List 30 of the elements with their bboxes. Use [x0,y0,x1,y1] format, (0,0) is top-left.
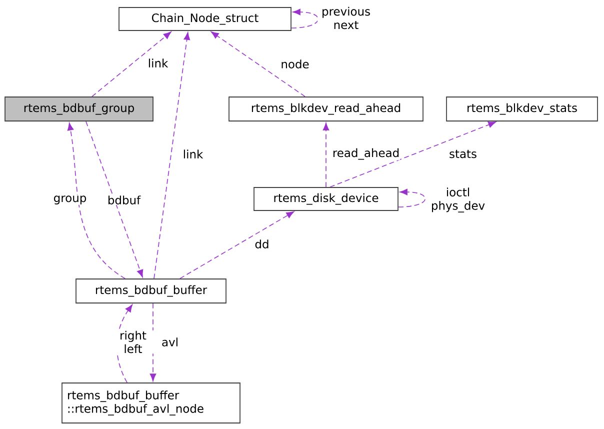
class-box: rtems_blkdev_stats [446,96,598,122]
edge-label: read_ahead [332,148,400,160]
arrow [322,122,330,188]
edge-label: stats [448,149,478,159]
class-box: rtems_blkdev_read_ahead [228,96,424,122]
arrow [116,304,133,383]
class-box: Chain_Node_struct [118,7,292,31]
edge-label: right left [112,330,154,354]
edge-label: dd [254,239,270,249]
arrow [92,32,172,97]
edge-label: previous next [318,6,374,30]
edge-label: avl [161,337,179,347]
arrow [67,122,126,279]
edge-label: ioctl phys_dev [428,187,488,213]
arrow [154,32,190,279]
edge-label: link [147,58,169,68]
edge-label: link [182,149,204,159]
class-box: rtems_bdbuf_buffer ::rtems_bdbuf_avl_node [62,382,240,424]
arrow [398,188,426,208]
arrow [330,122,496,188]
arrow [291,8,318,28]
edge-label: node [280,59,310,69]
edge-label: bdbuf [106,195,142,205]
edge-label: group [52,195,88,205]
class-box: rtems_bdbuf_group [4,96,154,122]
arrow [180,211,294,279]
class-box: rtems_bdbuf_buffer [76,278,226,304]
arrow [86,121,144,278]
class-box: rtems_disk_device [254,187,398,211]
arrow [210,31,306,97]
